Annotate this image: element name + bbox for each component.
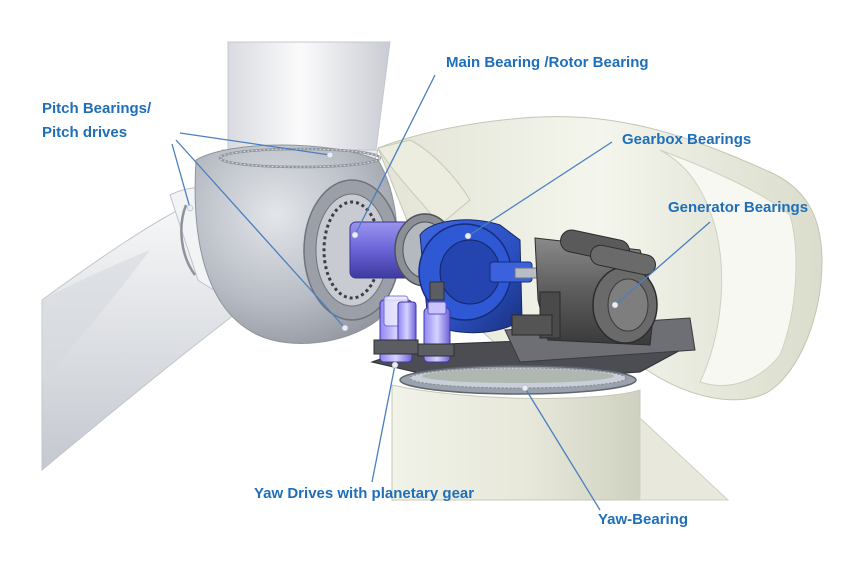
leader-yaw-bearing	[524, 387, 601, 511]
leader-pitch-hub	[175, 139, 346, 329]
leader-gearbox	[467, 141, 613, 237]
leader-endpoints	[186, 151, 619, 392]
label-pitch-line2: Pitch drives	[42, 124, 128, 141]
leader-main-bearing	[354, 74, 436, 236]
yaw-drives	[373, 281, 455, 363]
label-yaw-drives: Yaw Drives with planetary gear	[254, 485, 475, 502]
leader-yaw-drives	[371, 364, 396, 483]
label-main-bearing: Main Bearing /Rotor Bearing	[446, 54, 649, 71]
generator	[511, 229, 658, 346]
rotor-hub	[180, 144, 401, 344]
leader-lines	[171, 74, 711, 511]
leader-pitch-top	[179, 132, 331, 156]
label-yaw-bearing: Yaw-Bearing	[598, 511, 689, 528]
label-pitch-bearings: Pitch Bearings/ Pitch drives	[42, 97, 151, 145]
label-generator-bearings: Generator Bearings	[668, 199, 809, 216]
label-gearbox-bearings: Gearbox Bearings	[622, 131, 752, 148]
yaw-bearing-ring	[399, 365, 637, 395]
leader-generator	[614, 221, 711, 306]
leader-pitch-left	[171, 143, 191, 209]
tower	[391, 384, 730, 501]
label-pitch-line1: Pitch Bearings/	[42, 100, 152, 117]
